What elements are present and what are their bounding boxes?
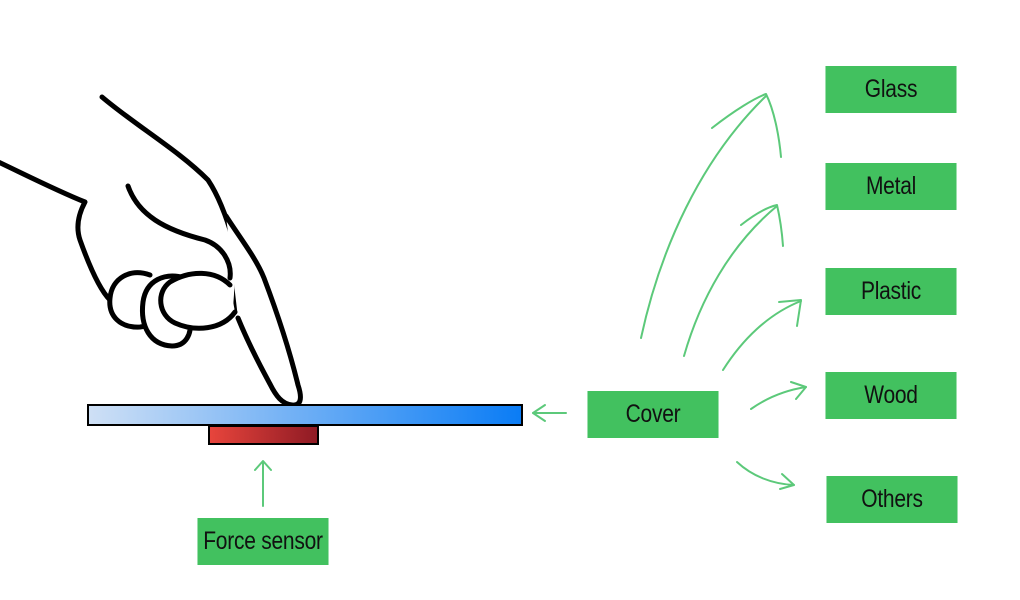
- material-label-metal: Metal: [865, 172, 917, 200]
- arrow-cover-to-plate: [532, 404, 567, 422]
- cover-box: Cover: [587, 391, 719, 438]
- arrow-cover-to-glass: [640, 93, 782, 339]
- cover-label: Cover: [625, 400, 681, 428]
- cover-plate: [87, 404, 523, 426]
- material-label-wood: Wood: [864, 381, 918, 409]
- material-box-glass: Glass: [825, 66, 957, 113]
- force-sensor-block: [208, 425, 319, 445]
- arrow-cover-to-plastic: [722, 299, 802, 371]
- pointing-hand-icon: [0, 94, 303, 408]
- material-label-glass: Glass: [864, 75, 918, 103]
- material-box-plastic: Plastic: [825, 268, 957, 315]
- arrow-cover-to-wood: [750, 381, 807, 410]
- arrow-sensor-to-plate: [254, 460, 272, 507]
- material-label-plastic: Plastic: [860, 277, 922, 305]
- material-box-wood: Wood: [825, 372, 957, 419]
- material-label-others: Others: [861, 485, 923, 513]
- force-sensor-label: Force sensor: [203, 527, 323, 555]
- material-box-others: Others: [826, 476, 958, 523]
- material-box-metal: Metal: [825, 163, 957, 210]
- force-sensor-box: Force sensor: [197, 518, 329, 565]
- arrow-cover-to-others: [736, 461, 795, 490]
- arrow-cover-to-metal: [683, 204, 784, 357]
